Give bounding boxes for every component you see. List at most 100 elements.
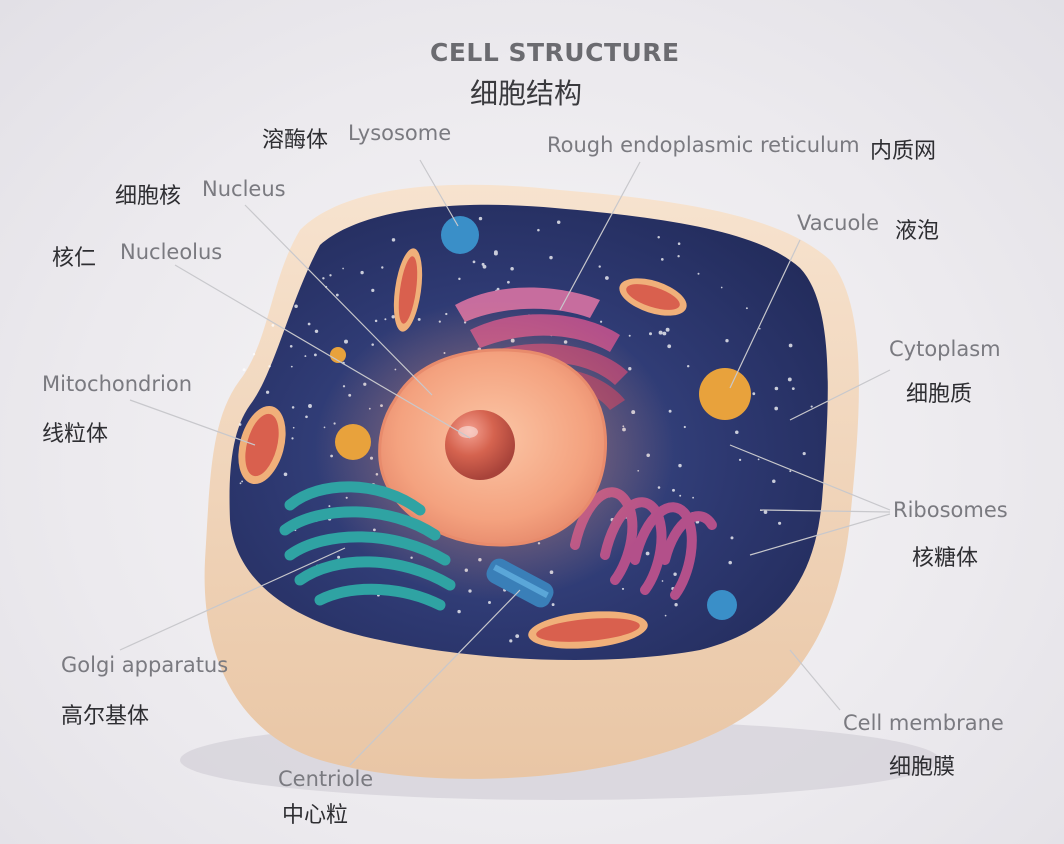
vacuole [699, 368, 751, 420]
ribosome-speck [551, 603, 555, 607]
ribosome-speck [665, 327, 670, 332]
label-centriole-zh: 中心粒 [282, 803, 349, 828]
ribosome-speck [265, 390, 270, 394]
ribosome-speck [322, 277, 325, 280]
label-rough-er-zh: 内质网 [870, 139, 937, 164]
mitochondrion-right [619, 278, 687, 316]
ribosome-speck [787, 377, 792, 382]
ribosome-speck [308, 404, 312, 408]
label-mitochondrion-en: Mitochondrion [42, 372, 193, 396]
label-lysosome-en: Lysosome [348, 121, 452, 145]
ribosome-speck [391, 238, 396, 242]
ribosome-speck [668, 409, 672, 413]
ribosome-speck [677, 242, 681, 245]
ribosome-speck [772, 479, 776, 484]
ribosome-speck [605, 276, 609, 280]
lysosome [441, 216, 479, 254]
ribosome-speck [720, 286, 723, 289]
ribosome-speck [494, 250, 498, 254]
ribosome-speck [307, 322, 311, 326]
ribosome-speck [661, 580, 664, 582]
label-rough-er-en: Rough endoplasmic reticulum [547, 133, 860, 157]
ribosome-speck [810, 405, 813, 408]
ribosome-speck [510, 267, 514, 271]
label-vacuole-en: Vacuole [797, 211, 880, 235]
label-cytoplasm-zh: 细胞质 [906, 382, 973, 407]
ribosome-speck [289, 344, 293, 348]
vesicle-small [330, 347, 346, 363]
ribosome-speck [657, 235, 660, 239]
ribosome-speck [381, 266, 384, 269]
ribosome-speck [679, 494, 682, 497]
label-cell-membrane-en: Cell membrane [843, 711, 1004, 735]
ribosome-speck [628, 334, 631, 337]
ribosome-speck [697, 272, 700, 275]
ribosome-speck [658, 330, 663, 335]
ribosome-speck [271, 324, 275, 327]
ribosome-speck [335, 293, 339, 297]
ribosome-speck [371, 288, 375, 293]
ribosome-speck [481, 262, 485, 266]
ribosome-speck [600, 320, 603, 323]
ribosome-speck [662, 331, 667, 336]
ribosome-speck [242, 368, 246, 372]
ribosome-speck [774, 406, 779, 411]
ribosome-speck [667, 344, 672, 349]
ribosome-speck [677, 255, 680, 258]
ribosome-speck [304, 355, 307, 358]
ribosome-speck [292, 426, 295, 429]
ribosome-speck [290, 365, 293, 368]
label-ribosomes-en: Ribosomes [893, 498, 1008, 522]
ribosome-speck [457, 609, 461, 614]
ribosome-speck [730, 536, 734, 540]
label-cell-membrane-zh: 细胞膜 [889, 755, 956, 780]
ribosome-speck [556, 220, 561, 224]
label-nucleolus-zh: 核仁 [52, 246, 97, 271]
ribosome-speck [621, 587, 625, 590]
mitochondrion-left [238, 405, 286, 485]
leader-lines [119, 159, 891, 766]
ribosome-speck [239, 482, 242, 485]
lysosome-2 [707, 590, 737, 620]
label-mitochondrion-zh: 线粒体 [42, 422, 109, 447]
vesicle-orange [335, 424, 371, 460]
ribosome-speck [342, 267, 344, 270]
ribosome-speck [686, 364, 690, 368]
ribosome-speck [313, 353, 317, 357]
ribosome-speck [509, 639, 513, 643]
label-cytoplasm-en: Cytoplasm [889, 337, 1001, 361]
ribosome-speck [344, 339, 348, 344]
ribosome-speck [537, 228, 540, 232]
ribosome-speck [678, 463, 682, 468]
label-vacuole-zh: 液泡 [895, 219, 940, 244]
mitochondrion-top [393, 248, 423, 332]
ribosome-speck [305, 415, 308, 419]
label-nucleolus-en: Nucleolus [120, 240, 223, 264]
ribosome-speck [649, 332, 652, 336]
ribosome-speck [735, 430, 739, 434]
label-ribosomes-zh: 核糖体 [912, 546, 979, 571]
ribosome-speck [458, 277, 461, 281]
nucleolus [445, 410, 515, 480]
ribosome-speck [314, 329, 319, 334]
ribosome-speck [758, 327, 761, 330]
nucleolus-highlight [458, 426, 478, 438]
ribosome-speck [507, 280, 510, 284]
ribosome-speck [791, 387, 795, 390]
ribosome-speck [802, 452, 806, 456]
ribosome-speck [683, 425, 686, 429]
ribosome-speck [374, 319, 378, 323]
label-lysosome-zh: 溶酶体 [262, 128, 329, 153]
ribosome-speck [692, 496, 694, 499]
title-zh: 细胞结构 [470, 77, 583, 110]
label-nucleus-en: Nucleus [202, 177, 286, 201]
ribosome-speck [598, 265, 601, 268]
ribosome-speck [757, 458, 760, 461]
ribosome-speck [672, 488, 675, 492]
ribosome-speck [738, 458, 742, 462]
ribosome-speck [337, 555, 341, 559]
centriole [486, 558, 554, 608]
ribosome-speck [763, 510, 768, 514]
ribosome-speck [789, 470, 792, 473]
ribosome-speck [660, 258, 664, 261]
